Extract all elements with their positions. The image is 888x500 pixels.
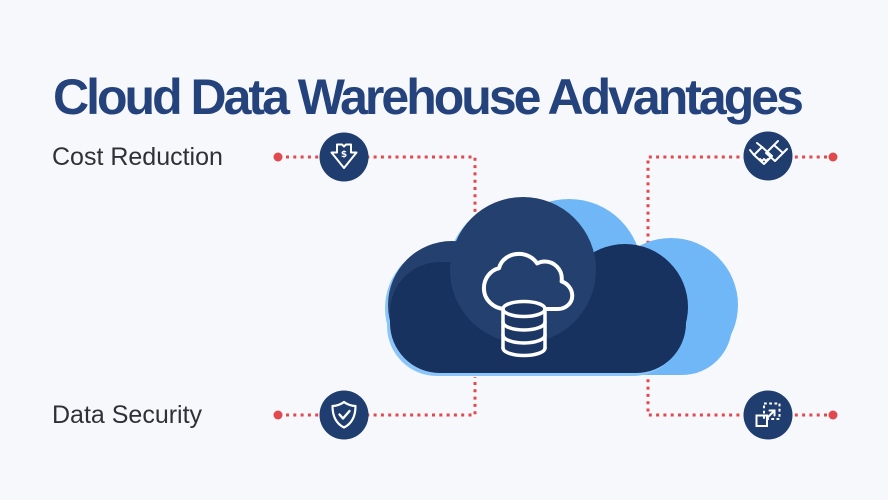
dot-top-right [828,152,838,162]
handshake-icon [749,140,788,165]
scalability-icon-badge [743,390,793,440]
data-security-icon-badge [319,390,369,440]
dot-bottom-left [273,410,283,420]
dollar-symbol: $ [341,150,347,160]
database-cylinder-icon [501,299,547,358]
cloud-illustration [385,197,738,376]
arrow-down-dollar-icon [330,143,358,169]
scale-expand-icon [755,402,781,427]
connector-bottom-right [646,378,827,417]
shield-check-icon [331,400,357,429]
label-data-security: Data Security [52,401,203,429]
connector-endpoint-dots [273,152,838,420]
dot-top-left [273,152,283,162]
cost-reduction-icon-badge: $ [319,132,369,182]
dot-bottom-right [828,410,838,420]
connector-top-right [646,155,827,244]
small-cloud-outline [481,251,575,311]
connector-bottom-left [286,377,477,417]
label-cost-reduction: Cost Reduction [52,143,223,171]
connector-top-left [286,155,477,220]
page-title: Cloud Data Warehouse Advantages [53,68,804,125]
icon-circle [319,132,369,182]
handshake-icon-badge [743,131,793,181]
cloud-database-icon [481,251,575,358]
icon-circle [319,390,369,440]
